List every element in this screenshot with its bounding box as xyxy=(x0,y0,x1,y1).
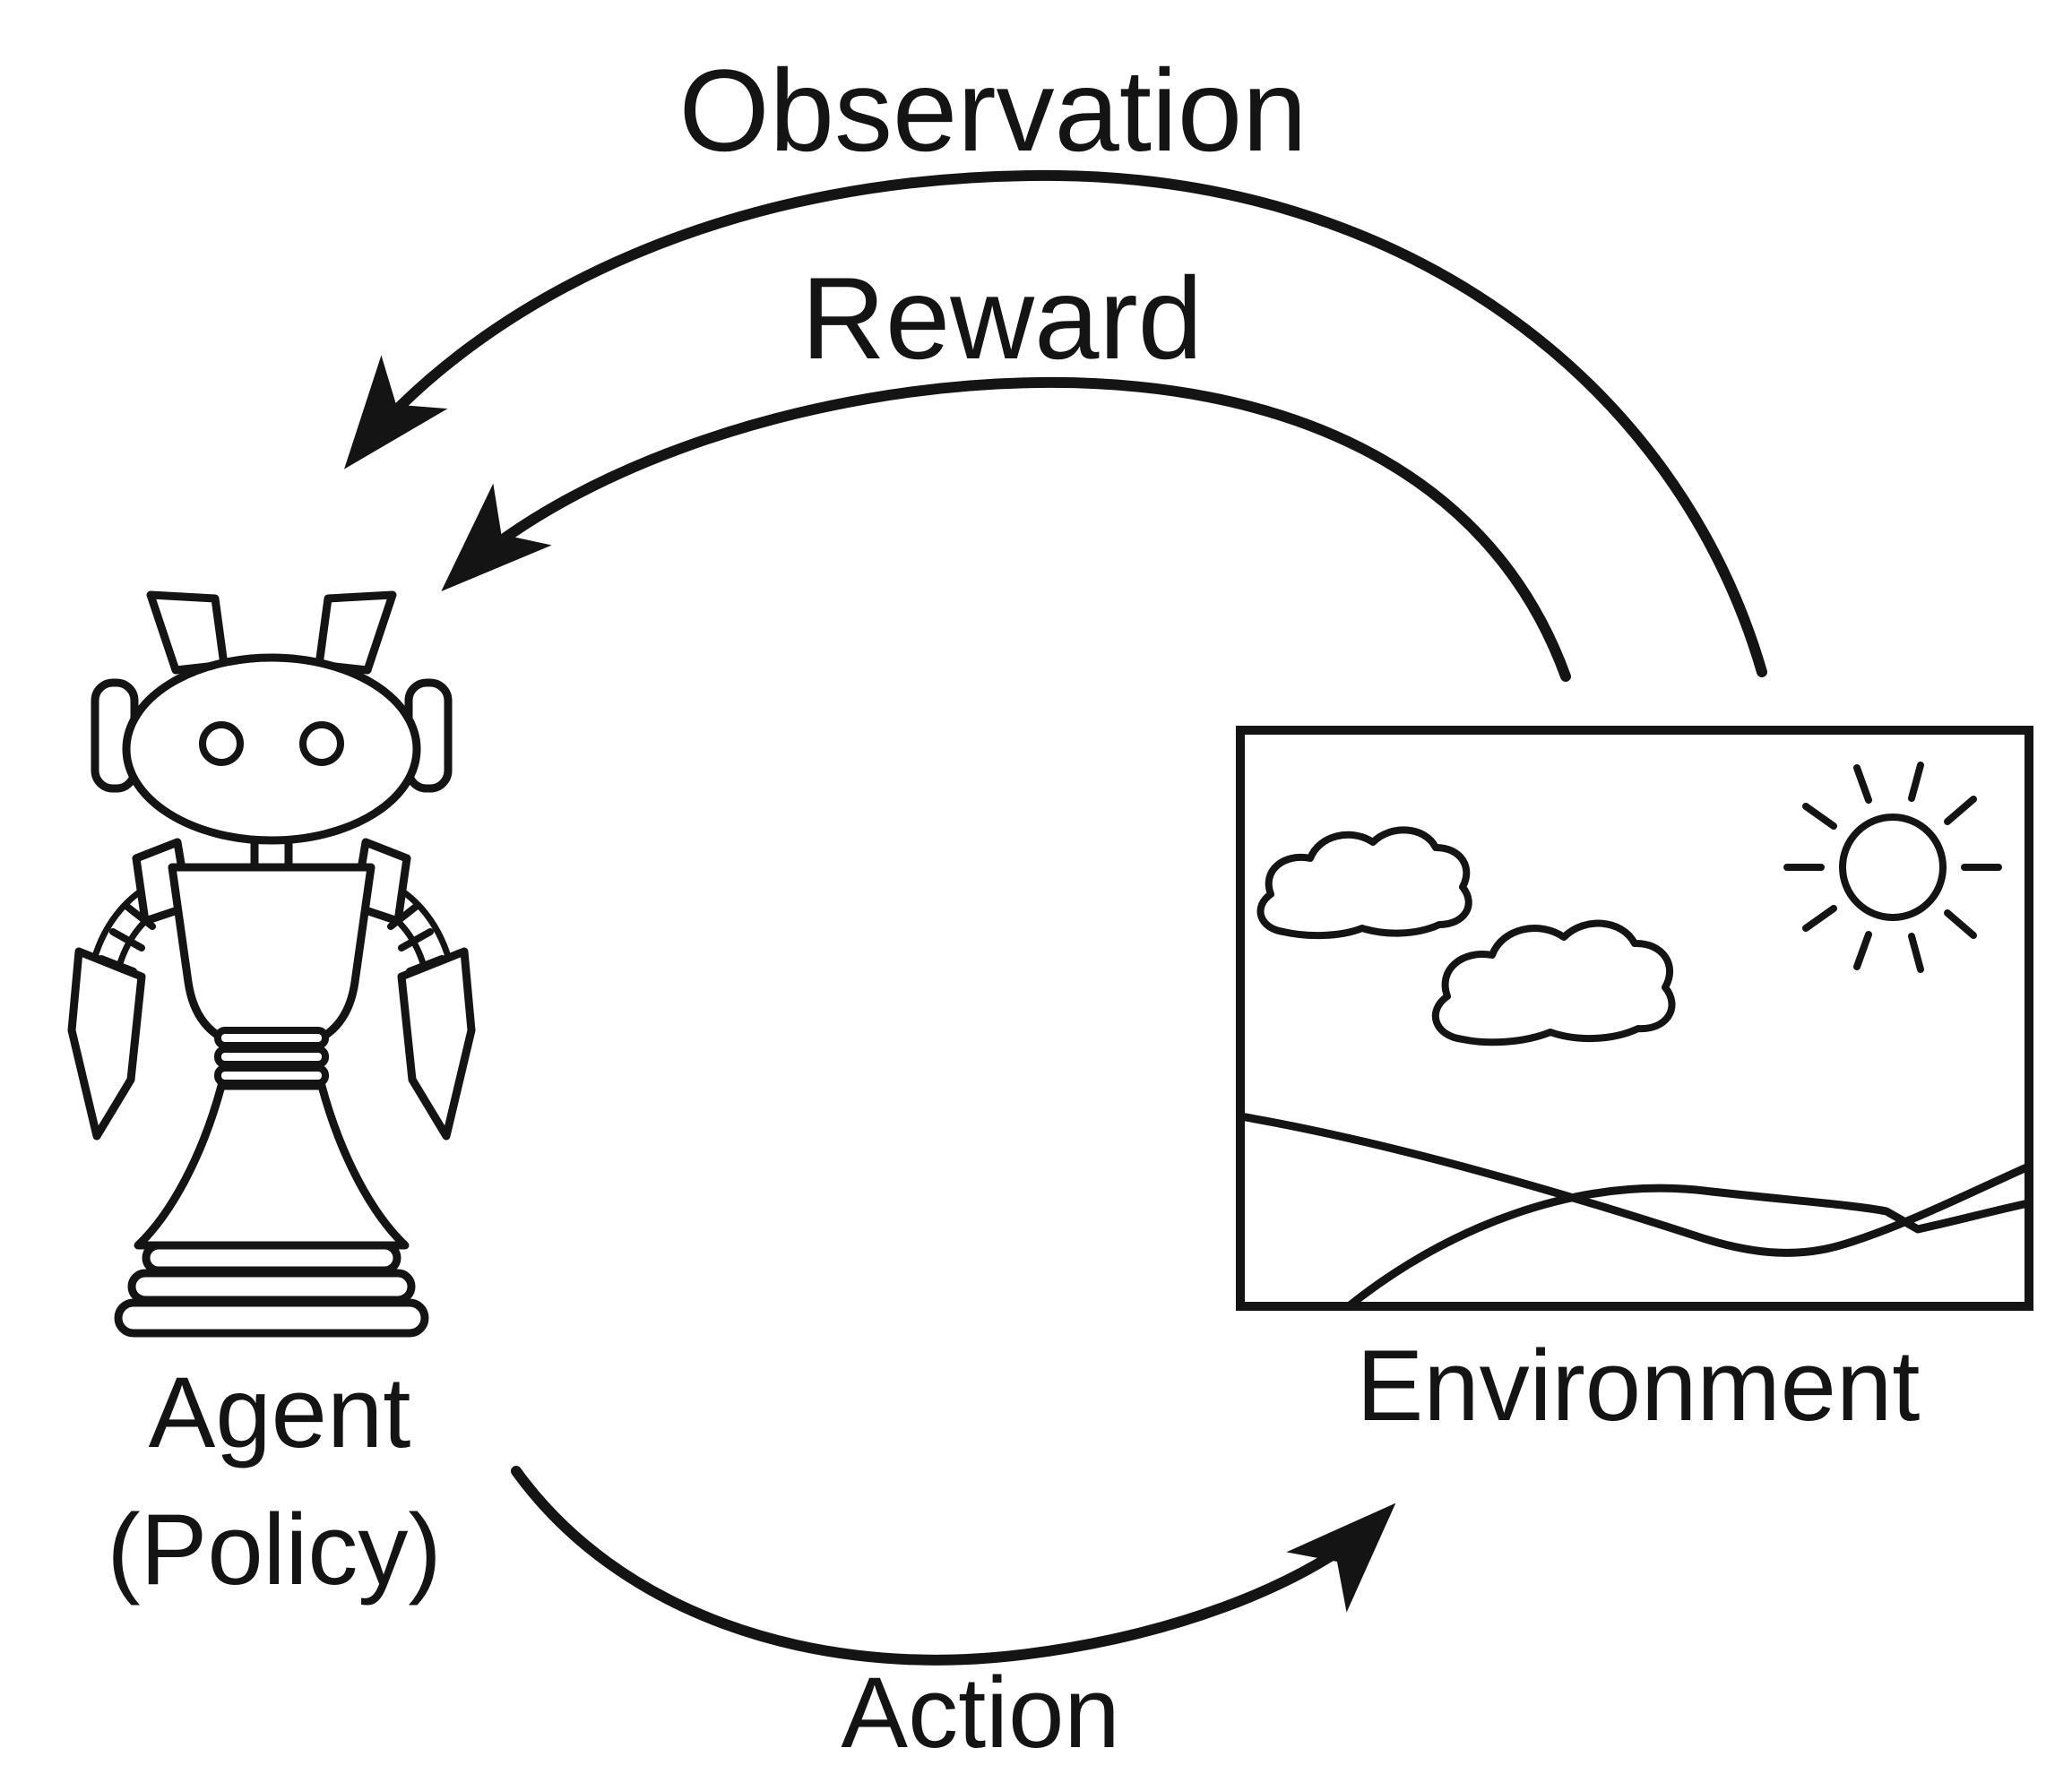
robot-skirt xyxy=(134,1081,410,1250)
robot-waist-rib xyxy=(214,1046,329,1068)
environment-scene xyxy=(1245,762,2025,1302)
robot-base-rim xyxy=(114,1298,429,1338)
environment-frame xyxy=(1236,726,2033,1311)
robot-icon xyxy=(67,590,476,1338)
reward-arrow xyxy=(441,376,1571,682)
robot-head xyxy=(122,653,421,845)
observation-arrow xyxy=(344,169,1767,677)
sun-rays xyxy=(1783,762,2002,973)
robot-torso xyxy=(168,863,376,1055)
hill-front xyxy=(1348,1184,2025,1302)
robot-horn-left xyxy=(146,590,229,675)
hill-back xyxy=(1245,1113,2025,1257)
robot-horn-right xyxy=(315,590,397,675)
cloud-icon-small xyxy=(1256,826,1472,940)
agent-policy-label: (Policy) xyxy=(107,1494,441,1606)
sun-icon xyxy=(1783,762,2002,973)
robot-hand-right xyxy=(397,947,476,1141)
robot-base-rim xyxy=(142,1241,401,1275)
robot-eye-right xyxy=(299,721,344,766)
cloud-icon-large xyxy=(1431,919,1676,1046)
agent-label: Agent xyxy=(149,1356,411,1468)
reward-label: Reward xyxy=(801,253,1203,383)
robot-waist-rib xyxy=(214,1027,329,1049)
environment-label: Environment xyxy=(1357,1330,1921,1442)
observation-label: Observation xyxy=(679,45,1308,176)
robot-eye-left xyxy=(199,721,244,766)
robot-base-rim xyxy=(127,1269,416,1305)
landscape-picture xyxy=(1236,726,2033,1311)
robot-waist-rib xyxy=(214,1064,329,1087)
robot-hand-left xyxy=(67,947,146,1141)
action-label: Action xyxy=(841,1657,1119,1769)
sun-disc xyxy=(1839,814,1947,921)
action-arrow xyxy=(511,1466,1396,1666)
